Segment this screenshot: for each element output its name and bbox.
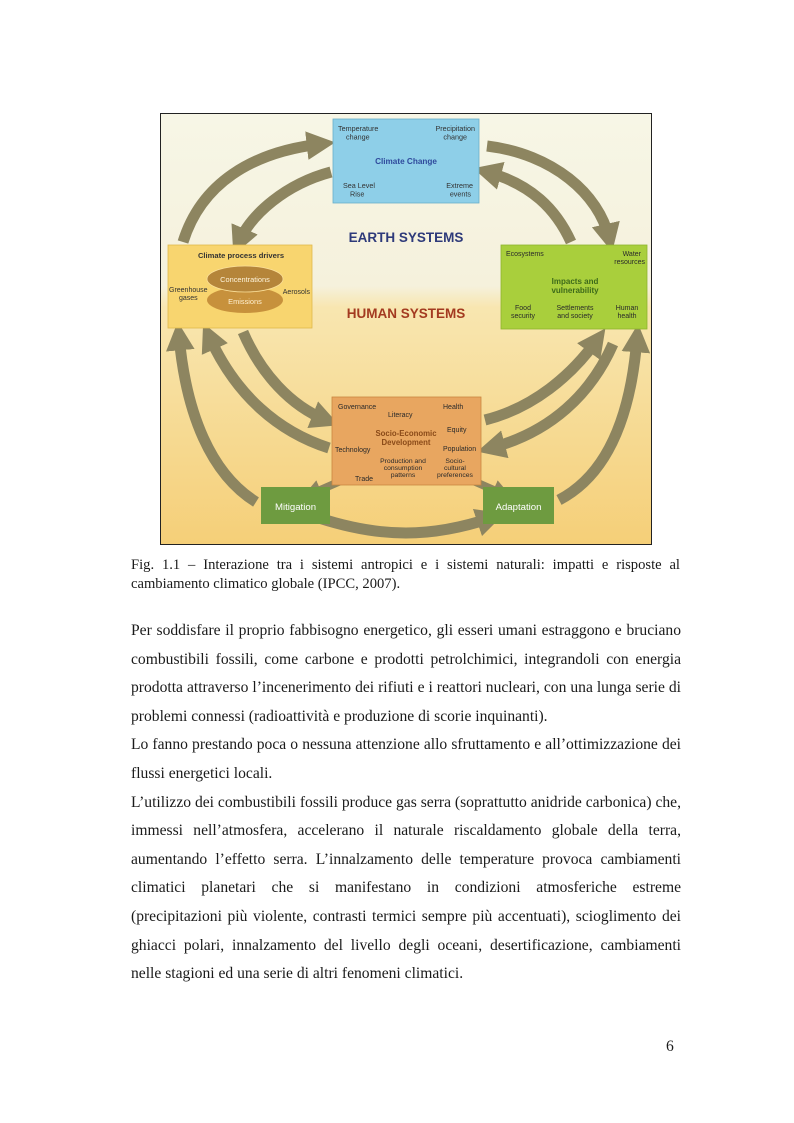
adaptation-box: Adaptation [483,487,554,524]
paragraph-1: Per soddisfare il proprio fabbisogno ene… [131,622,681,725]
socio-economic-box: Governance Literacy Health Socio-Economi… [331,396,482,486]
aerosols-label: Aerosols [283,289,311,296]
paragraph-3: L’utilizzo dei combustibili fossili prod… [131,793,681,983]
arrow-left-to-bottom [237,329,340,428]
body-text: Per soddisfare il proprio fabbisogno ene… [131,617,681,989]
trade-label: Trade [355,476,373,483]
ecosystems-label: Ecosystems [506,251,544,258]
population-label: Population [443,446,476,453]
arrow-left-to-top-outer [177,131,336,244]
arrow-right-to-bottom [477,341,619,459]
climate-drivers-box: Climate process drivers Concentrations E… [167,244,313,329]
page-number: 6 [666,1038,674,1055]
arrow-bottom-to-right [483,328,606,426]
arrow-top-to-right-outer [486,140,620,252]
paragraph-2: Lo fanno prestando poca o nessuna attenz… [131,736,681,782]
arrow-mitigation-to-left [166,321,259,507]
cycle-arrows [166,131,651,539]
climate-change-title: Climate Change [375,157,437,166]
literacy-label: Literacy [388,412,413,419]
concentrations-label: Concentrations [220,275,270,284]
arrow-adaptation-to-right [556,323,651,505]
emissions-label: Emissions [228,297,262,306]
concentrations-ellipse [206,265,284,293]
governance-label: Governance [338,404,376,411]
equity-label: Equity [447,427,467,434]
climate-drivers-title: Climate process drivers [198,251,284,260]
adaptation-label: Adaptation [496,502,542,513]
health-label: Health [443,404,463,411]
arrow-bottom-to-left [201,322,331,454]
arrow-mitigation-adaptation [317,508,505,539]
earth-systems-label: EARTH SYSTEMS [349,230,464,245]
emissions-ellipse [207,287,283,313]
technology-label: Technology [335,447,371,454]
mitigation-label: Mitigation [275,502,316,513]
figure-caption: Fig. 1.1 – Interazione tra i sistemi ant… [131,557,680,592]
arrow-top-to-left-inner [231,166,333,256]
human-systems-label: HUMAN SYSTEMS [347,306,466,321]
mitigation-box: Mitigation [261,487,330,524]
arrow-right-to-top-inner [473,161,577,245]
